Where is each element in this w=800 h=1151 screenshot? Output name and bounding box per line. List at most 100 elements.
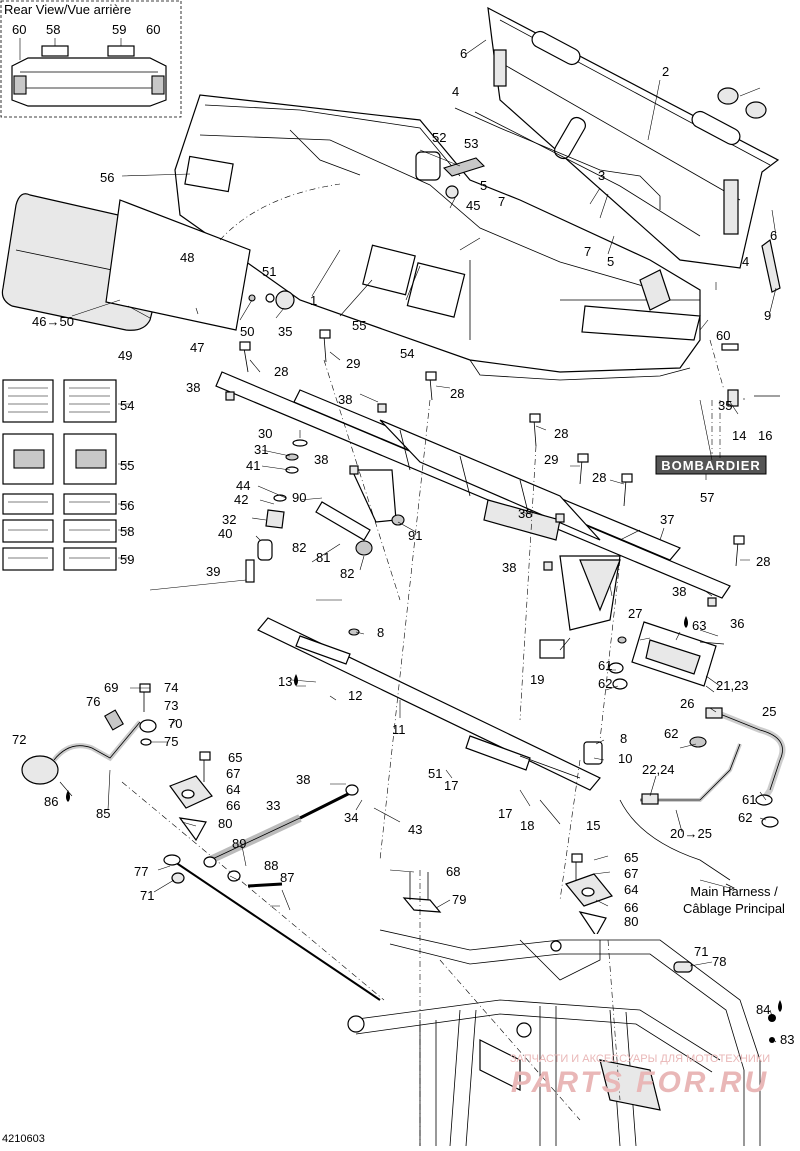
callout-c28d: 28	[592, 470, 606, 485]
callout-c28e: 28	[756, 554, 770, 569]
callout-c50: 50	[240, 324, 254, 339]
callout-c55a: 55	[120, 458, 134, 473]
callout-c56b: 56	[100, 170, 114, 185]
tailgate-cable	[454, 107, 661, 210]
callout-c68: 68	[446, 864, 460, 879]
loctite-markers	[66, 616, 782, 1012]
callout-c49: 49	[118, 348, 132, 363]
callout-c41: 41	[246, 458, 260, 473]
bracket	[402, 897, 442, 913]
gas-strut	[203, 784, 359, 888]
callout-c26: 26	[680, 696, 694, 711]
inset-label-4: 60	[146, 22, 160, 37]
callout-c62a: 62	[598, 676, 612, 691]
callout-c69: 69	[104, 680, 118, 695]
callout-c12: 12	[348, 688, 362, 703]
callout-c42: 42	[234, 492, 248, 507]
callout-c38c: 38	[314, 452, 328, 467]
callout-c61b: 61	[742, 792, 756, 807]
callout-c38f: 38	[672, 584, 686, 599]
callout-c15: 15	[586, 818, 600, 833]
watermark-line2: PARTS FOR.RU	[511, 1066, 769, 1099]
callout-c30: 30	[258, 426, 272, 441]
callout-c32: 32	[222, 512, 236, 527]
inset-label-3: 59	[112, 22, 126, 37]
callout-c18: 18	[520, 818, 534, 833]
callout-c61a: 61	[598, 658, 612, 673]
callout-c4a: 4	[452, 84, 459, 99]
callout-c54b: 54	[400, 346, 414, 361]
callout-c59: 59	[120, 552, 134, 567]
callout-c6a: 6	[460, 46, 467, 61]
callout-c28a: 28	[274, 364, 288, 379]
callout-c44: 44	[236, 478, 250, 493]
callout-c78: 78	[712, 954, 726, 969]
callout-c71a: 71	[140, 888, 154, 903]
callout-c13: 13	[278, 674, 292, 689]
upper-frame	[215, 371, 731, 631]
callout-c87: 87	[280, 870, 294, 885]
callout-c66b: 66	[624, 900, 638, 915]
callout-c62c: 62	[738, 810, 752, 825]
callout-c40: 40	[218, 526, 232, 541]
harness-note-line1: Main Harness /	[690, 884, 778, 899]
callout-c35a: 35	[718, 398, 732, 413]
harness-note: Main Harness / Câblage Principal	[683, 884, 785, 916]
callout-c29b: 29	[544, 452, 558, 467]
callout-c2025: 20→25	[670, 826, 712, 841]
callout-c28b: 28	[450, 386, 464, 401]
callout-c8b: 8	[620, 731, 627, 746]
callouts: 1 2 3 4 4 5 5 6 6 7 7 8 8 9 10 11 12 13 …	[12, 46, 794, 1047]
callout-c62b: 62	[664, 726, 678, 741]
callout-c39: 39	[206, 564, 220, 579]
tailgate	[487, 6, 780, 269]
callout-c1: 1	[310, 293, 317, 308]
callout-c80b: 80	[624, 914, 638, 929]
callout-c65b: 65	[624, 850, 638, 865]
callout-c57: 57	[700, 490, 714, 505]
callout-c10: 10	[618, 751, 632, 766]
callout-c65a: 65	[228, 750, 242, 765]
callout-c2123: 21,23	[716, 678, 749, 693]
seat-backrest	[1, 193, 251, 331]
callout-c81: 81	[316, 550, 330, 565]
callout-c60: 60	[716, 328, 730, 343]
callout-c14: 14	[732, 428, 746, 443]
callout-c33: 33	[266, 798, 280, 813]
callout-c7a: 7	[498, 194, 505, 209]
watermark-line1: ЗАПЧАСТИ И АКСЕССУАРЫ ДЛЯ МОТОТЕХНИКИ	[510, 1053, 770, 1065]
callout-c54a: 54	[120, 398, 134, 413]
bombardier-decal: BOMBARDIER	[655, 455, 767, 475]
inset-label-2: 58	[46, 22, 60, 37]
callout-c9: 9	[764, 308, 771, 323]
callout-c17b: 17	[498, 806, 512, 821]
callout-c17a: 17	[444, 778, 458, 793]
callout-c55b: 55	[352, 318, 366, 333]
callout-c58: 58	[120, 524, 134, 539]
callout-c51a: 51	[262, 264, 276, 279]
callout-c56a: 56	[120, 498, 134, 513]
lower-crossbar	[257, 617, 603, 791]
callout-c77: 77	[134, 864, 148, 879]
diagram-id: 4210603	[2, 1133, 45, 1145]
callout-c11: 11	[392, 722, 406, 737]
callout-c51b: 51	[428, 766, 442, 781]
callout-c45: 45	[466, 198, 480, 213]
callout-c31: 31	[254, 442, 268, 457]
callout-c7b: 7	[584, 244, 591, 259]
callout-c29a: 29	[346, 356, 360, 371]
control-module	[608, 621, 725, 690]
callout-c4650: 46→50	[32, 314, 74, 329]
callout-c4b: 4	[742, 254, 749, 269]
callout-c35b: 35	[278, 324, 292, 339]
brand-label: BOMBARDIER	[661, 458, 761, 473]
frame-bolts	[225, 329, 745, 607]
callout-c38b: 38	[338, 392, 352, 407]
callout-c83: 83	[780, 1032, 794, 1047]
callout-c25: 25	[762, 704, 776, 719]
callout-c80a: 80	[218, 816, 232, 831]
callout-c67a: 67	[226, 766, 240, 781]
decal-legend	[2, 379, 130, 571]
